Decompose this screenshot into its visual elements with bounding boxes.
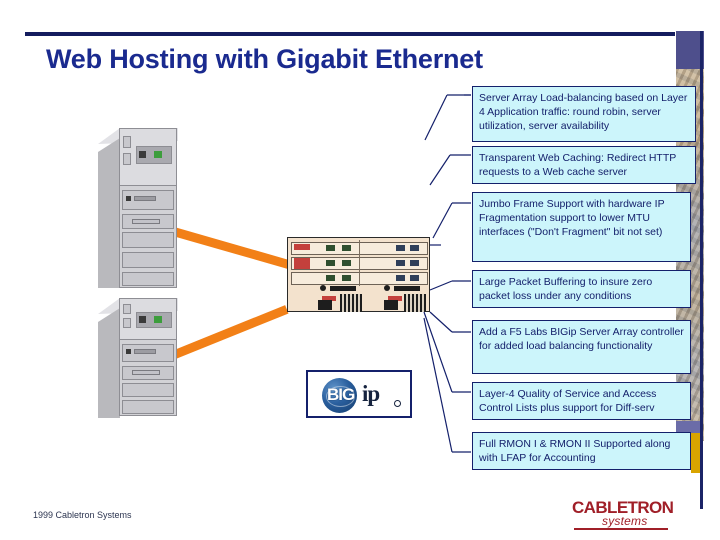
chassis-module-row bbox=[291, 242, 428, 255]
server-floppy-slot bbox=[132, 370, 160, 375]
chassis-port-group bbox=[342, 275, 351, 281]
callout-box: Full RMON I & RMON II Supported along wi… bbox=[472, 432, 691, 470]
callout-box: Transparent Web Caching: Redirect HTTP r… bbox=[472, 146, 696, 184]
server-blank-bay-2 bbox=[122, 400, 174, 414]
server-led-power bbox=[139, 151, 146, 158]
bigip-logo: BIG ip bbox=[306, 370, 412, 418]
server-tower-1 bbox=[98, 128, 180, 293]
chassis-label-badge bbox=[294, 244, 310, 250]
server-drive-slot bbox=[134, 196, 156, 201]
cabletron-logo: CABLETRON systems bbox=[572, 498, 674, 530]
decorative-yellow-bar-vertical bbox=[691, 433, 700, 473]
chassis-power-inlet bbox=[318, 300, 332, 310]
chassis-port-group bbox=[396, 245, 405, 251]
chassis-module-row bbox=[291, 272, 428, 285]
server-floppy-slot bbox=[132, 219, 160, 224]
server-side-face bbox=[98, 308, 120, 418]
chassis-port-group bbox=[326, 275, 335, 281]
bigip-logo-ip: ip bbox=[362, 381, 380, 406]
decorative-vertical-rule bbox=[700, 31, 703, 509]
server-blank-bay-3 bbox=[122, 272, 174, 286]
gigabit-switch-chassis bbox=[287, 237, 430, 312]
chassis-port-group bbox=[410, 245, 419, 251]
server-side-face bbox=[98, 138, 120, 288]
chassis-uplink-bar bbox=[330, 286, 356, 291]
cabletron-logo-wordmark: CABLETRON bbox=[572, 498, 674, 517]
chassis-port-group bbox=[396, 275, 405, 281]
chassis-fan-grille bbox=[340, 294, 362, 312]
copyright-footer: 1999 Cabletron Systems bbox=[33, 510, 132, 520]
server-button-2 bbox=[123, 318, 131, 328]
chassis-port-group bbox=[410, 275, 419, 281]
chassis-port-group bbox=[396, 260, 405, 266]
server-blank-bay-1 bbox=[122, 383, 174, 397]
server-drive-led bbox=[126, 349, 131, 354]
decorative-navy-block bbox=[676, 31, 704, 69]
chassis-port-group bbox=[342, 260, 351, 266]
chassis-psu-badge bbox=[388, 296, 402, 301]
server-drive-slot bbox=[134, 349, 156, 354]
chassis-label-badge bbox=[294, 258, 310, 269]
server-button-2 bbox=[123, 153, 131, 165]
cabletron-logo-rule bbox=[574, 528, 668, 530]
server-led-power bbox=[139, 316, 146, 323]
chassis-port-group bbox=[410, 260, 419, 266]
chassis-connector bbox=[384, 285, 390, 291]
chassis-divider bbox=[358, 240, 360, 286]
decorative-purple-block bbox=[676, 421, 700, 434]
callout-box: Jumbo Frame Support with hardware IP Fra… bbox=[472, 192, 691, 262]
chassis-module-row bbox=[291, 257, 428, 270]
callout-box: Server Array Load-balancing based on Lay… bbox=[472, 86, 696, 142]
server-tower-2 bbox=[98, 298, 180, 420]
globe-icon bbox=[322, 378, 357, 413]
server-button-1 bbox=[123, 304, 131, 314]
chassis-uplink-bar bbox=[394, 286, 420, 291]
server-blank-bay-2 bbox=[122, 252, 174, 268]
chassis-port-group bbox=[326, 245, 335, 251]
server-led-activity bbox=[154, 316, 162, 323]
page-title: Web Hosting with Gigabit Ethernet bbox=[46, 44, 483, 74]
registered-mark-icon bbox=[394, 400, 401, 407]
cabletron-logo-subtext: systems bbox=[602, 514, 648, 528]
server-led-activity bbox=[154, 151, 162, 158]
server-drive-led bbox=[126, 196, 131, 201]
chassis-connector bbox=[320, 285, 326, 291]
server-blank-bay-1 bbox=[122, 232, 174, 248]
callout-box: Large Packet Buffering to insure zero pa… bbox=[472, 270, 691, 308]
chassis-port-group bbox=[342, 245, 351, 251]
callout-box: Layer-4 Quality of Service and Access Co… bbox=[472, 382, 691, 420]
chassis-fan-grille bbox=[404, 294, 426, 312]
title-rule bbox=[25, 32, 675, 36]
callout-box: Add a F5 Labs BIGip Server Array control… bbox=[472, 320, 691, 374]
bigip-logo-big: BIG bbox=[327, 385, 355, 404]
chassis-port-group bbox=[326, 260, 335, 266]
server-button-1 bbox=[123, 136, 131, 148]
chassis-power-inlet bbox=[384, 300, 398, 310]
chassis-psu-badge bbox=[322, 296, 336, 301]
